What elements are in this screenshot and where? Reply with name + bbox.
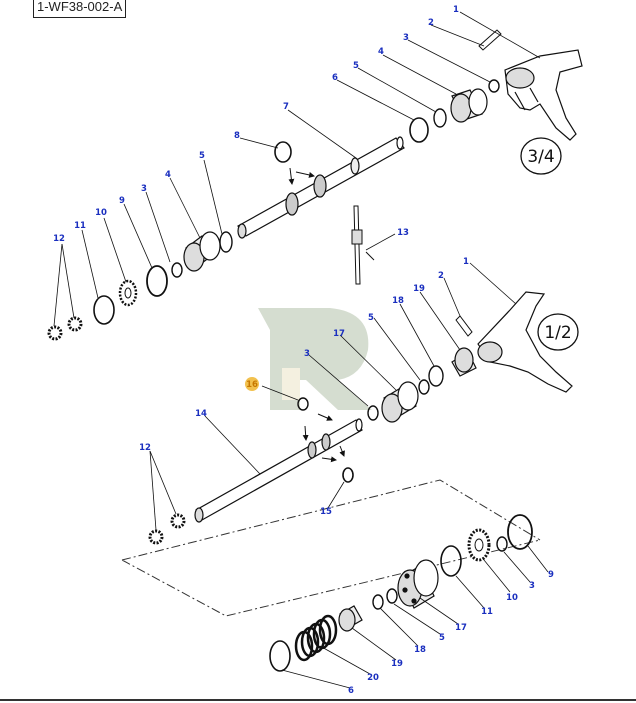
- svg-text:3/4: 3/4: [527, 147, 554, 167]
- callout-3-upper[interactable]: 3: [403, 33, 409, 43]
- nuts-12-upper: [47, 316, 83, 341]
- assembly-label-1-2: 1/2: [537, 313, 579, 351]
- callout-13[interactable]: 13: [397, 228, 409, 238]
- snap-ring-8: [274, 141, 292, 163]
- callout-1-middle[interactable]: 1: [463, 257, 469, 267]
- washer-9-lower: [507, 514, 533, 550]
- snap-ring-6-upper: [409, 117, 429, 143]
- callouts: 1 2 3 4 5 6 7 8 5 4 3 9 10 11 12 13 1 2 …: [53, 5, 554, 696]
- shaft-7: [237, 136, 405, 239]
- circlip-11-upper: [93, 295, 115, 325]
- shift-fork-1-2: [477, 291, 573, 393]
- sleeve-19-middle: [451, 347, 477, 377]
- callout-1-upper[interactable]: 1: [453, 5, 459, 15]
- ring-18-lower: [372, 594, 384, 610]
- callout-9-upper[interactable]: 9: [119, 196, 125, 206]
- callout-12-upper[interactable]: 12: [53, 234, 65, 244]
- ring-3-upper-left: [171, 262, 183, 278]
- svg-text:1/2: 1/2: [544, 323, 571, 343]
- callout-14[interactable]: 14: [195, 409, 207, 419]
- assembly-label-3-4: 3/4: [520, 137, 562, 175]
- callout-3-middle[interactable]: 3: [304, 349, 310, 359]
- callout-15[interactable]: 15: [320, 507, 332, 517]
- callout-3-lower[interactable]: 3: [529, 581, 535, 591]
- synchro-ring-10-lower: [467, 528, 491, 562]
- svg-text:16: 16: [246, 380, 258, 390]
- callout-2-upper[interactable]: 2: [428, 18, 434, 28]
- bushing-4-upper: [450, 88, 488, 123]
- leader-lines: [53, 11, 549, 689]
- bushing-4-upper-left: [183, 231, 221, 272]
- callout-6-upper[interactable]: 6: [332, 73, 338, 83]
- drawing-code-label: 1-WF38-002-A: [33, 0, 127, 18]
- ring-3-upper: [488, 79, 500, 93]
- callout-11-upper[interactable]: 11: [74, 221, 86, 231]
- callout-5-upper[interactable]: 5: [353, 61, 359, 71]
- bottom-border: [0, 699, 636, 701]
- callout-5-middle[interactable]: 5: [368, 313, 374, 323]
- shift-fork-3-4: [504, 49, 583, 141]
- callout-12-middle[interactable]: 12: [139, 443, 151, 453]
- pin-2-middle: [455, 315, 473, 337]
- callout-9-lower[interactable]: 9: [548, 570, 554, 580]
- callout-6-lower[interactable]: 6: [348, 686, 354, 696]
- washer-9-upper: [146, 265, 168, 297]
- callout-4-upper-left[interactable]: 4: [165, 170, 171, 180]
- callout-18-lower[interactable]: 18: [414, 645, 426, 655]
- callout-10-upper[interactable]: 10: [95, 208, 107, 218]
- callout-19-middle[interactable]: 19: [413, 284, 425, 294]
- ring-16-middle: [297, 397, 309, 411]
- ring-5-upper: [433, 108, 447, 128]
- ring-5-middle: [418, 379, 430, 395]
- callout-10-lower[interactable]: 10: [506, 593, 518, 603]
- pin-2-upper: [478, 29, 502, 51]
- callout-16-highlighted[interactable]: 16: [245, 377, 259, 391]
- shaft-14: [194, 418, 363, 523]
- ring-5-lower: [386, 588, 398, 604]
- callout-7[interactable]: 7: [283, 102, 289, 112]
- ring-18-middle: [428, 365, 444, 387]
- dash-dot-boundary: [121, 479, 541, 617]
- snap-ring-6-lower: [269, 640, 291, 672]
- callout-17-middle[interactable]: 17: [333, 329, 345, 339]
- circlip-11-lower: [440, 545, 462, 577]
- callout-17-lower[interactable]: 17: [455, 623, 467, 633]
- bushing-17-middle: [381, 381, 419, 423]
- callout-18-middle[interactable]: 18: [392, 296, 404, 306]
- nuts-12-middle: [148, 513, 186, 545]
- ring-3-middle: [367, 405, 379, 421]
- callout-2-middle[interactable]: 2: [438, 271, 444, 281]
- ring-5-upper-left: [219, 231, 233, 253]
- callout-3-upper-left[interactable]: 3: [141, 184, 147, 194]
- callout-8[interactable]: 8: [234, 131, 240, 141]
- callout-5-upper-left[interactable]: 5: [199, 151, 205, 161]
- callout-11-lower[interactable]: 11: [481, 607, 493, 617]
- spring-20: [294, 614, 338, 662]
- watermark-logo: [258, 308, 372, 410]
- snap-ring-15: [342, 467, 354, 483]
- sleeve-19-lower: [338, 605, 363, 632]
- synchro-ring-10-upper: [118, 279, 138, 307]
- callout-20[interactable]: 20: [367, 673, 379, 683]
- ring-3-lower: [496, 536, 508, 552]
- callout-5-lower[interactable]: 5: [439, 633, 445, 643]
- spring-pin-13: [351, 205, 375, 285]
- callout-19-lower[interactable]: 19: [391, 659, 403, 669]
- callout-4-upper[interactable]: 4: [378, 47, 384, 57]
- hub-17-lower: [397, 559, 439, 609]
